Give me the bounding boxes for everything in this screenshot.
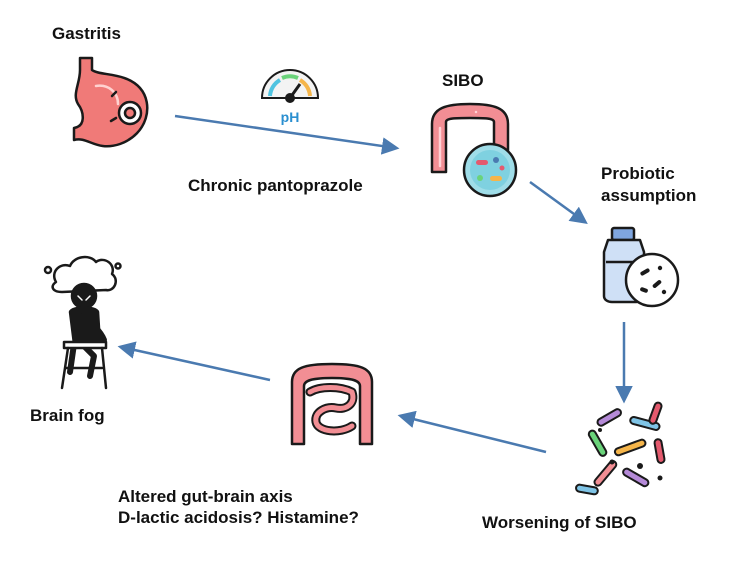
arrow-sibo-to-probiotic [529, 180, 588, 225]
probiotic-bottle-icon [602, 226, 680, 308]
node-label-brain-fog: Brain fog [30, 406, 105, 425]
bacteria-icon [575, 401, 666, 496]
colon-bacteria-icon [430, 102, 518, 198]
intestine-icon [290, 362, 374, 446]
stomach-icon [72, 56, 149, 148]
arrow-worsening-to-altered [397, 410, 547, 454]
edge-label-chronic-pantoprazole: Chronic pantoprazole [188, 176, 363, 195]
node-label-probiotic-line1: Probiotic [601, 164, 675, 183]
ph-gauge-icon [260, 69, 320, 103]
node-label-altered-line1: Altered gut-brain axis [118, 487, 293, 506]
node-label-altered-line2: D-lactic acidosis? Histamine? [118, 508, 359, 527]
ph-gauge-label: pH [281, 109, 300, 125]
node-label-sibo: SIBO [442, 71, 484, 90]
node-label-gastritis: Gastritis [52, 24, 121, 43]
node-label-worsening: Worsening of SIBO [482, 513, 637, 532]
node-label-probiotic-line2: assumption [601, 186, 697, 205]
stressed-person-icon [43, 255, 122, 390]
arrow-gastritis-to-sibo [174, 114, 400, 155]
arrow-altered-to-brainfog [117, 341, 271, 382]
